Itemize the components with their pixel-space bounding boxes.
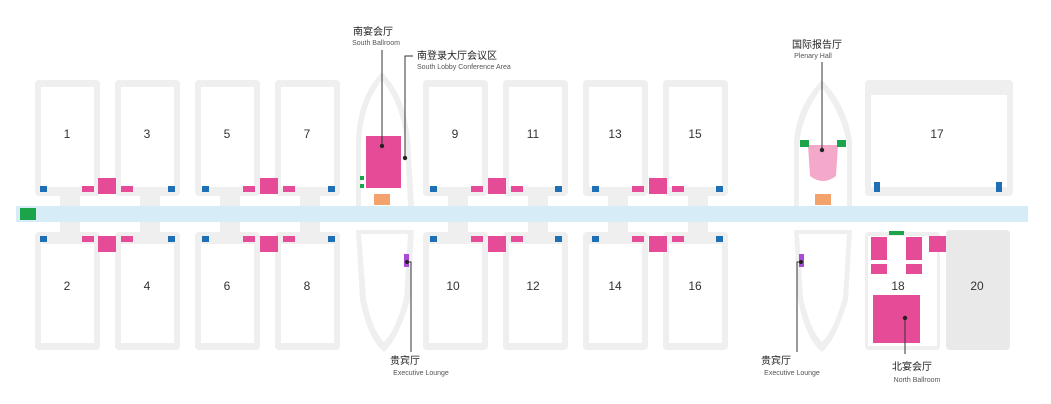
hall-13-label: 13 (608, 127, 622, 141)
hall-12-label: 12 (526, 279, 540, 293)
hall-14[interactable]: 14 (583, 232, 648, 350)
south-ballroom-building[interactable] (356, 72, 414, 206)
plenary-desk (815, 194, 831, 205)
hall-3[interactable]: 3 (115, 80, 180, 196)
hall-5[interactable]: 5 (195, 80, 260, 196)
south-ballroom-en: South Ballroom (352, 40, 400, 47)
lounge-right-en: Executive Lounge (764, 370, 820, 377)
hall-15[interactable]: 15 (663, 80, 728, 196)
hall-4[interactable]: 4 (115, 232, 180, 350)
hall-2[interactable]: 2 (35, 232, 100, 350)
south-ballroom-room (366, 136, 401, 188)
lounge-left-en: Executive Lounge (393, 370, 449, 377)
north-ballroom-room (873, 295, 920, 343)
hall-12[interactable]: 12 (503, 232, 568, 350)
hall-3-label: 3 (144, 127, 151, 141)
hall-1[interactable]: 1 (35, 80, 100, 196)
leader-dots (379, 143, 908, 321)
hall-16-label: 16 (688, 279, 702, 293)
hall-8[interactable]: 8 (275, 232, 340, 350)
corridor-connectors (60, 196, 708, 232)
hall-17[interactable]: 17 (865, 80, 1013, 196)
north-ballroom-en: North Ballroom (894, 377, 941, 384)
hall-11-label: 11 (527, 127, 540, 141)
hall-20[interactable]: 20 (946, 230, 1010, 350)
entrance-marker-icon (20, 208, 36, 220)
hall-1-label: 1 (64, 127, 71, 141)
door-markers (40, 182, 1002, 242)
hall-9[interactable]: 9 (423, 80, 488, 196)
south-lobby-desk (374, 194, 390, 205)
south-lobby-zh: 南登录大厅会议区 (417, 49, 497, 62)
hall-20-label: 20 (970, 279, 984, 293)
hall-7[interactable]: 7 (275, 80, 340, 196)
hall-8-label: 8 (304, 279, 311, 293)
lounge-right-zh: 贵宾厅 (761, 354, 791, 367)
south-lobby-en: South Lobby Conference Area (417, 64, 511, 71)
lounge-left-zh: 贵宾厅 (390, 354, 420, 367)
meeting-rooms-corridor (82, 178, 684, 252)
north-ballroom-zh: 北宴会厅 (892, 360, 932, 373)
main-corridor (16, 206, 1028, 222)
hall-15-label: 15 (688, 127, 702, 141)
hall-9-label: 9 (452, 127, 459, 141)
hall-5-label: 5 (224, 127, 231, 141)
plenary-hall-room (808, 145, 838, 181)
hall-4-label: 4 (144, 279, 151, 293)
plenary-zh: 国际报告厅 (792, 38, 842, 51)
hall-16[interactable]: 16 (663, 232, 728, 350)
hall-17-label: 17 (930, 127, 944, 141)
hall-2-label: 2 (64, 279, 71, 293)
hall-14-label: 14 (608, 279, 622, 293)
hall-6-label: 6 (224, 279, 231, 293)
hall-6[interactable]: 6 (195, 232, 260, 350)
south-ballroom-zh: 南宴会厅 (353, 25, 393, 38)
leader-lines (381, 50, 906, 354)
hall-13[interactable]: 13 (583, 80, 648, 196)
plenary-hall-building[interactable] (794, 80, 852, 206)
hall-7-label: 7 (304, 127, 311, 141)
hall-10-label: 10 (446, 279, 460, 293)
hall-18-label: 18 (891, 279, 905, 293)
plenary-en: Plenary Hall (794, 53, 832, 60)
hall-10[interactable]: 10 (423, 232, 488, 350)
hall-11[interactable]: 11 (503, 80, 568, 196)
north-ballroom-rooms[interactable] (871, 231, 946, 343)
